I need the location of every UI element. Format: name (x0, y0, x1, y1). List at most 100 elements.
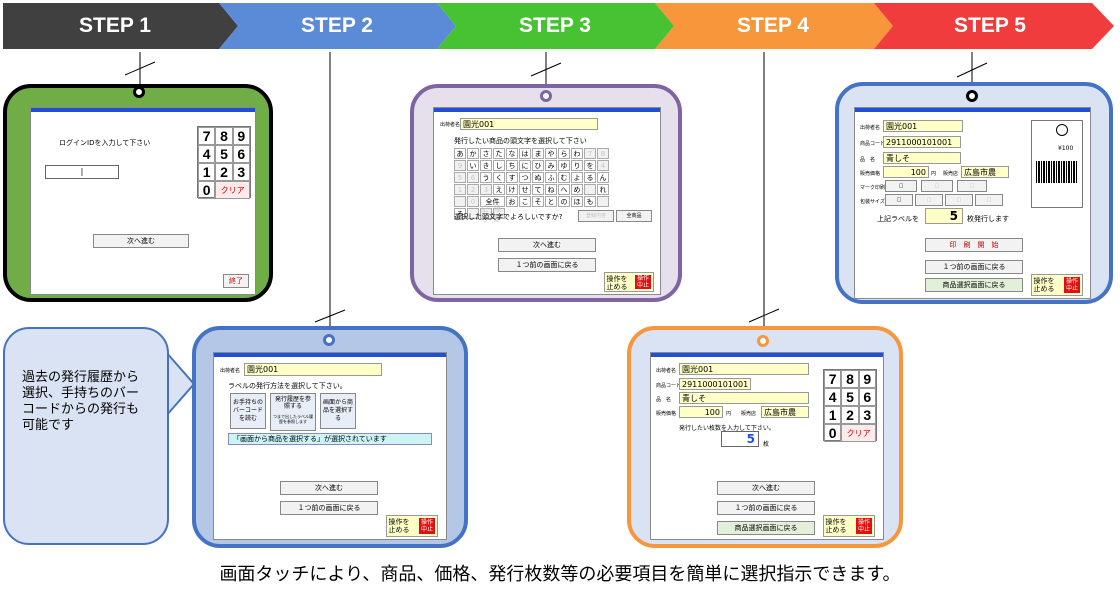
key-2[interactable]: 2 (215, 163, 233, 181)
key-3[interactable]: 3 (232, 163, 250, 181)
next-button[interactable]: 次へ進む (717, 481, 815, 495)
kana-key[interactable]: す (506, 172, 518, 183)
kana-key[interactable]: の (558, 196, 570, 207)
kana-key[interactable]: ん (597, 172, 609, 183)
kana-key[interactable]: 7 (584, 148, 596, 159)
stop-button[interactable]: 操作中止 (1064, 277, 1080, 293)
kana-key[interactable]: よ (571, 172, 583, 183)
login-id-input[interactable]: | (45, 165, 119, 179)
kana-key[interactable]: ま (532, 148, 544, 159)
kana-key[interactable]: ら (558, 148, 570, 159)
kana-key[interactable]: わ (571, 148, 583, 159)
kana-key[interactable]: な (506, 148, 518, 159)
key-8[interactable]: 8 (841, 370, 859, 388)
kana-key[interactable]: 1 (454, 184, 466, 195)
kana-key[interactable]: め (571, 184, 583, 195)
kana-key[interactable]: か (467, 148, 479, 159)
key-5[interactable]: 5 (215, 145, 233, 163)
kana-key[interactable]: う (480, 172, 492, 183)
clear-button[interactable]: クリア (841, 424, 876, 442)
kana-key[interactable]: せ (519, 184, 531, 195)
kana-key[interactable]: 限定 (493, 205, 505, 223)
registered-button[interactable]: 登録内容 (578, 210, 614, 222)
key-9[interactable]: 9 (858, 370, 876, 388)
kana-key[interactable]: ひ (532, 160, 544, 171)
size-option[interactable]: □ (945, 194, 973, 206)
key-7[interactable]: 7 (198, 127, 216, 145)
kana-key[interactable]: 記号 (480, 205, 492, 223)
kana-key[interactable]: い (467, 160, 479, 171)
key-1[interactable]: 1 (824, 406, 842, 424)
key-2[interactable]: 2 (841, 406, 859, 424)
kana-key[interactable]: や (545, 148, 557, 159)
kana-key[interactable]: る (584, 172, 596, 183)
back-button[interactable]: １つ前の画面に戻る (280, 501, 378, 515)
end-button[interactable]: 終了 (223, 274, 249, 288)
next-button[interactable]: 次へ進む (93, 234, 189, 248)
mark-option[interactable]: □ (957, 180, 987, 192)
key-1[interactable]: 1 (198, 163, 216, 181)
kana-key[interactable]: と (545, 196, 557, 207)
size-option[interactable]: □ (975, 194, 1003, 206)
kana-key[interactable]: は (519, 148, 531, 159)
key-8[interactable]: 8 (215, 127, 233, 145)
back-button[interactable]: １つ前の画面に戻る (925, 260, 1023, 274)
product-select-back-button[interactable]: 商品選択画面に戻る (717, 521, 815, 535)
key-9[interactable]: 9 (232, 127, 250, 145)
back-button[interactable]: １つ前の画面に戻る (498, 258, 596, 272)
kana-key[interactable]: つ (519, 172, 531, 183)
key-0[interactable]: 0 (198, 181, 216, 199)
size-option[interactable]: □ (915, 194, 943, 206)
kana-key[interactable]: み (545, 160, 557, 171)
kana-key[interactable]: お (506, 196, 518, 207)
kana-key[interactable]: き (480, 160, 492, 171)
key-5[interactable]: 5 (841, 388, 859, 406)
kana-key[interactable]: さ (480, 148, 492, 159)
kana-key[interactable]: ぬ (532, 172, 544, 183)
kana-key[interactable]: 3 (480, 184, 492, 195)
kana-key[interactable]: 2 (467, 184, 479, 195)
kana-key[interactable]: し (493, 160, 505, 171)
print-start-button[interactable]: 印 刷 開 始 (925, 238, 1023, 252)
kana-key[interactable]: あ (454, 148, 466, 159)
key-6[interactable]: 6 (232, 145, 250, 163)
kana-key[interactable] (454, 196, 466, 207)
stop-button[interactable]: 操作中止 (635, 275, 651, 289)
kana-key[interactable]: 0 (467, 196, 479, 207)
kana-key[interactable]: む (558, 172, 570, 183)
kana-key[interactable]: ろ (454, 208, 466, 219)
kana-key[interactable]: も (584, 196, 596, 207)
key-7[interactable]: 7 (824, 370, 842, 388)
kana-key[interactable]: 5 (454, 172, 466, 183)
kana-key[interactable]: く (493, 172, 505, 183)
mark-option[interactable]: □ (921, 180, 953, 192)
kana-key[interactable]: ほ (571, 196, 583, 207)
all-items-button[interactable]: 全商品 (616, 210, 652, 222)
key-4[interactable]: 4 (824, 388, 842, 406)
screen-select-button[interactable]: 画面から商品を選択する (320, 393, 356, 429)
kana-key[interactable]: 全件 (480, 196, 505, 207)
kana-key[interactable]: へ (558, 184, 570, 195)
back-button[interactable]: １つ前の画面に戻る (717, 501, 815, 515)
clear-button[interactable]: クリア (215, 181, 250, 199)
next-button[interactable]: 次へ進む (280, 481, 378, 495)
key-3[interactable]: 3 (858, 406, 876, 424)
scan-barcode-button[interactable]: お手持ちのバーコードを読む (230, 393, 266, 429)
next-button[interactable]: 次へ進む (498, 238, 596, 252)
key-4[interactable]: 4 (198, 145, 216, 163)
stop-button[interactable]: 操作中止 (856, 518, 872, 534)
kana-key[interactable]: 9 (454, 160, 466, 171)
kana-key[interactable]: 6 (467, 172, 479, 183)
key-6[interactable]: 6 (858, 388, 876, 406)
kana-key[interactable]: そ (532, 196, 544, 207)
qty-input[interactable]: 5 (721, 431, 759, 447)
kana-key[interactable]: け (506, 184, 518, 195)
product-select-back-button[interactable]: 商品選択画面に戻る (925, 278, 1023, 292)
kana-key[interactable]: ゆ (558, 160, 570, 171)
stop-button[interactable]: 操作中止 (419, 518, 435, 534)
kana-key[interactable]: た (493, 148, 505, 159)
kana-key[interactable] (597, 196, 609, 207)
kana-key[interactable]: を (584, 160, 596, 171)
kana-key[interactable]: ね (545, 184, 557, 195)
kana-key[interactable] (467, 208, 479, 219)
